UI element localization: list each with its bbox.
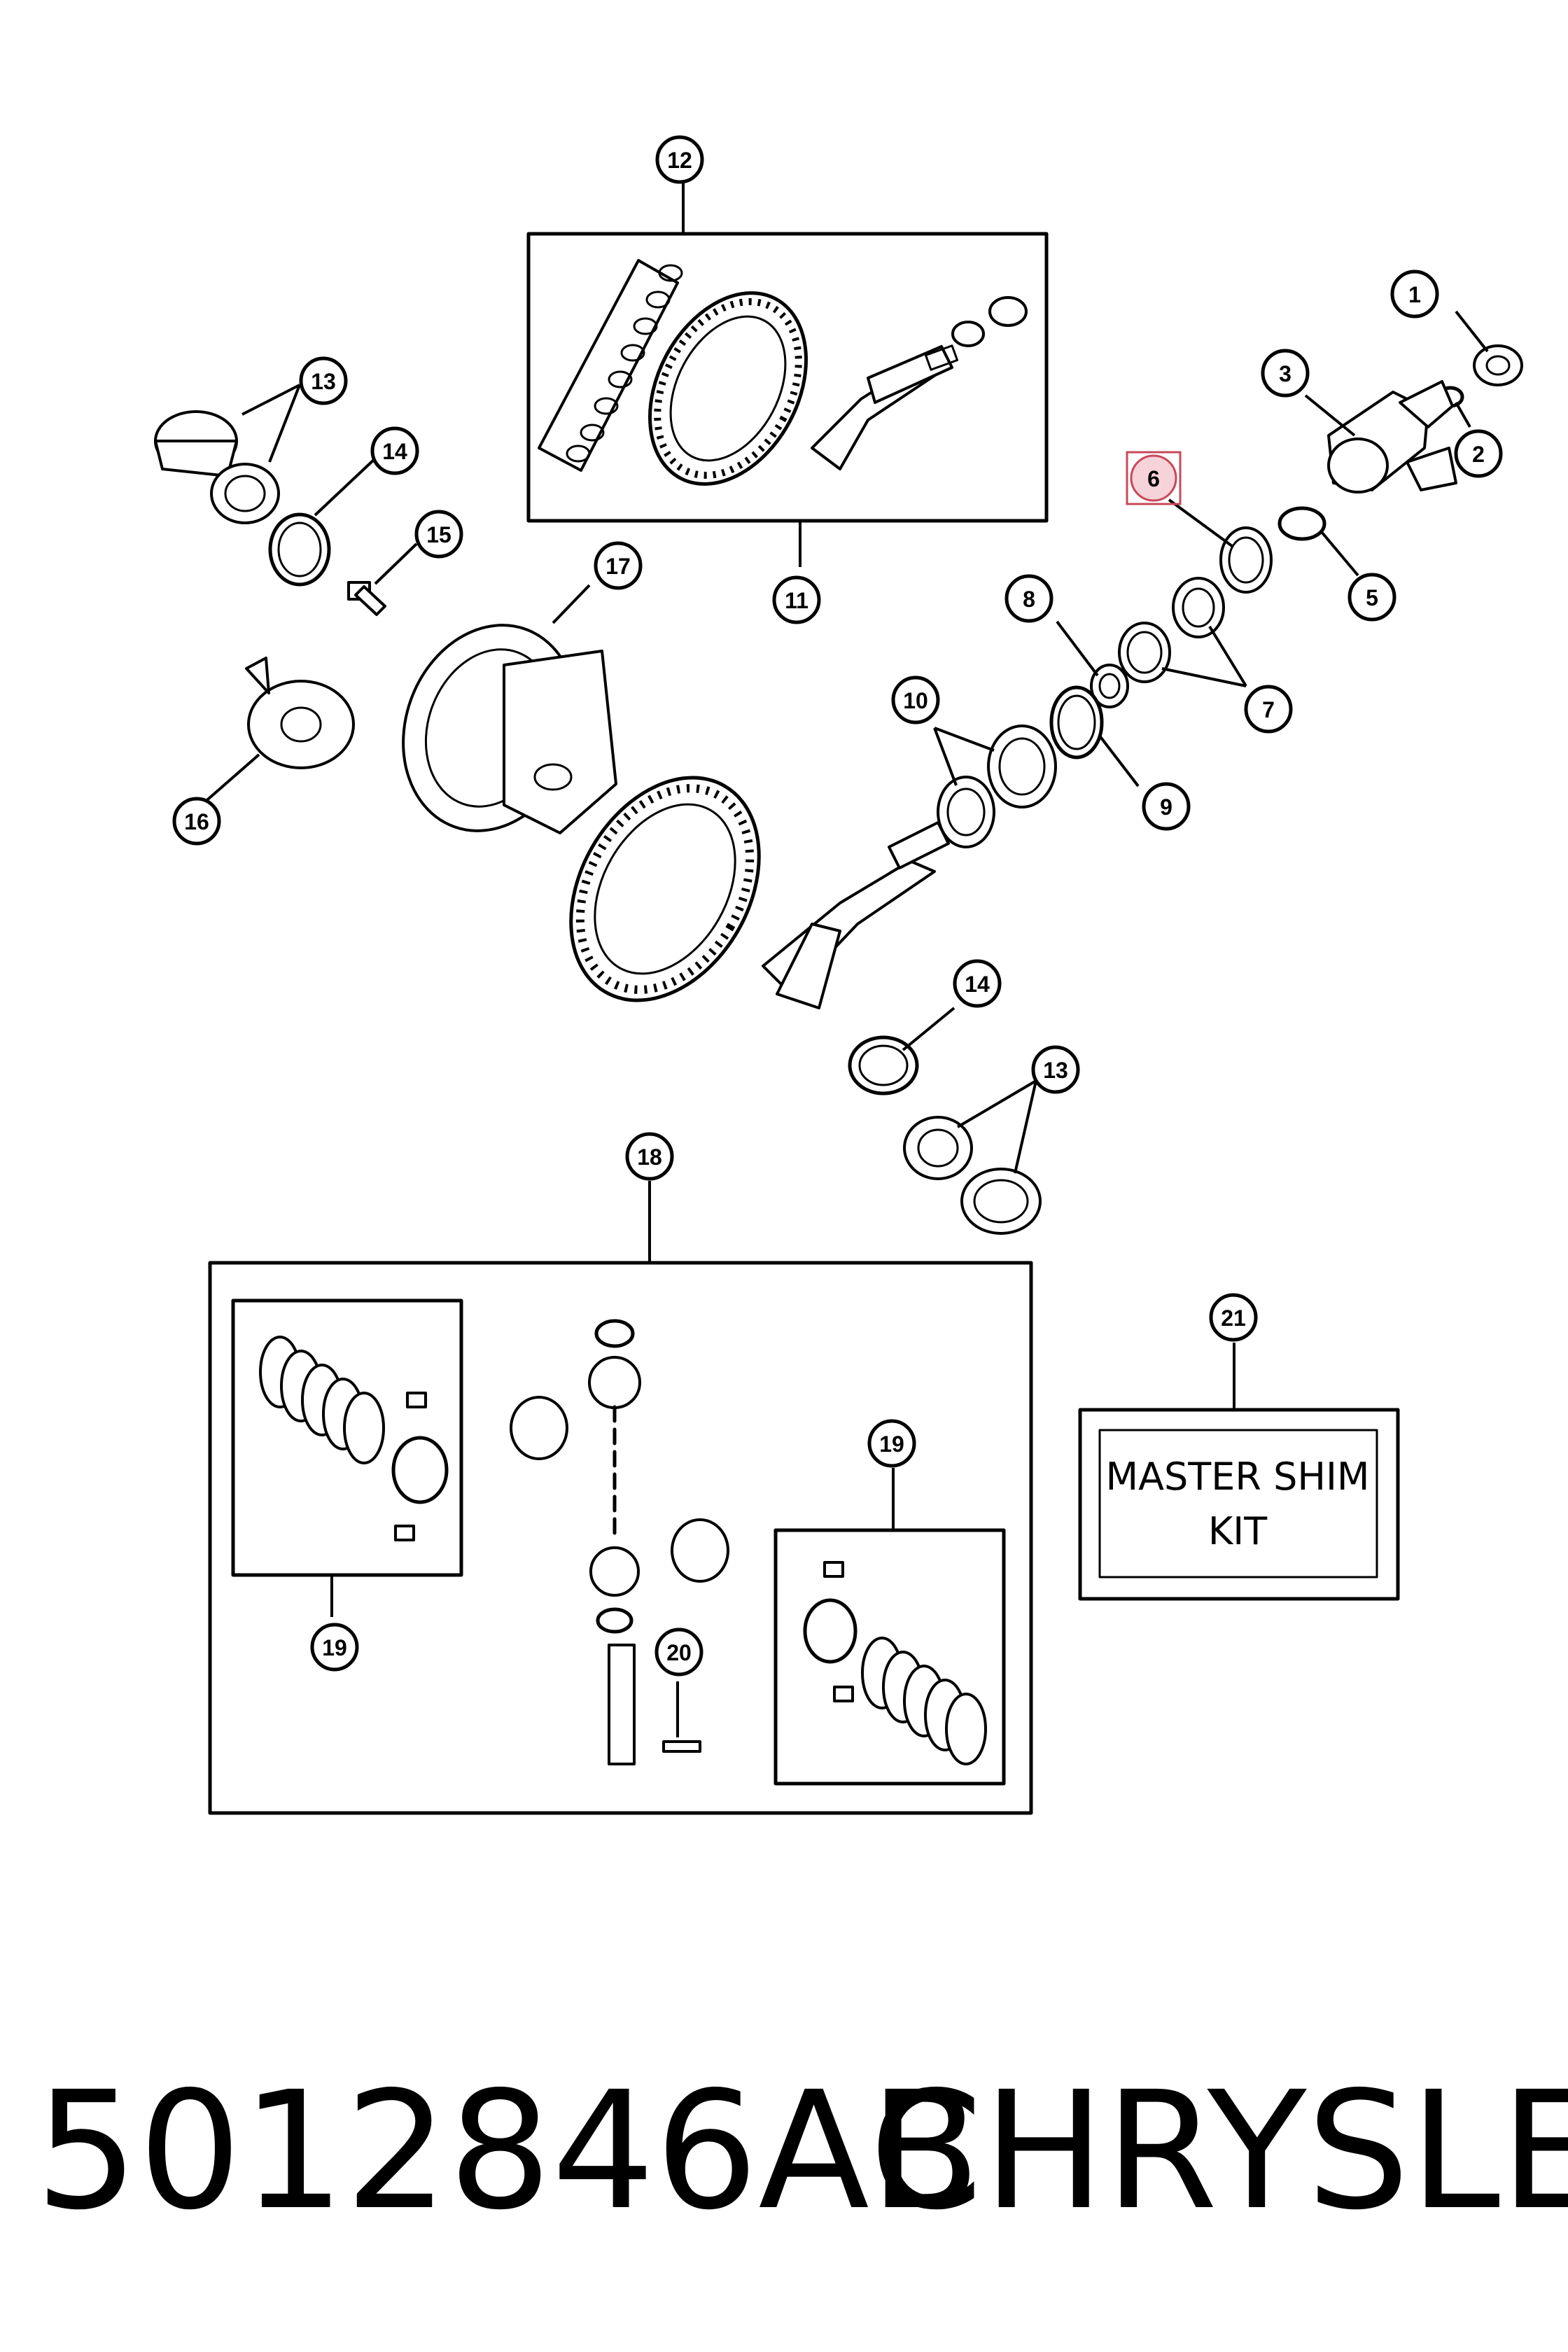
svg-text:17: 17 (606, 554, 631, 579)
svg-text:16: 16 (184, 809, 209, 834)
callout-15: 15 (414, 510, 463, 559)
callout-14-lower: 14 (953, 959, 1002, 1008)
callout-3: 3 (1261, 349, 1310, 398)
svg-text:9: 9 (1160, 794, 1172, 820)
differential-internals-box (208, 1261, 1033, 1815)
callout-19-left: 19 (310, 1623, 359, 1672)
callout-6-highlight-box (1126, 451, 1182, 505)
callout-21: 21 (1209, 1293, 1258, 1342)
clutch-pack-box-left (231, 1298, 463, 1577)
ring-pinion-kit-box (526, 232, 1049, 523)
kit-label-line1: MASTER SHIM (1106, 1455, 1370, 1499)
callout-10: 10 (891, 676, 940, 724)
callout-17: 17 (594, 541, 643, 590)
shim-9 (1049, 685, 1104, 760)
callout-9: 9 (1142, 782, 1191, 831)
bolt-strip (538, 259, 683, 472)
bearing-13-lower (903, 1116, 1042, 1235)
svg-text:14: 14 (382, 439, 407, 464)
svg-text:10: 10 (903, 688, 928, 713)
shim-kit-box (1078, 1408, 1400, 1601)
callout-6: 6 (1130, 454, 1177, 502)
spacer-8 (1090, 664, 1129, 708)
pinion-nut (1473, 344, 1523, 386)
callout-20: 20 (654, 1628, 704, 1676)
differential-case (402, 624, 617, 834)
callout-1: 1 (1390, 270, 1439, 318)
shim-kit-inner-box (1098, 1429, 1378, 1578)
ring-gear-large (569, 776, 761, 1002)
callout-13-lower: 13 (1031, 1045, 1080, 1094)
svg-text:13: 13 (311, 369, 336, 394)
kit-label-line2: KIT (1208, 1509, 1268, 1553)
callout-14-upper: 14 (370, 426, 419, 475)
svg-text:19: 19 (322, 1635, 347, 1660)
clutch-pack-box-right (774, 1528, 1006, 1786)
callout-18: 18 (625, 1132, 674, 1181)
callout-13-upper: 13 (299, 356, 348, 405)
callout-5: 5 (1348, 573, 1396, 622)
svg-text:11: 11 (785, 588, 808, 613)
bearing-13-upper (154, 410, 280, 524)
part-number: 5012846AB (35, 2057, 981, 2246)
callout-12: 12 (655, 135, 704, 184)
callout-7: 7 (1244, 685, 1293, 734)
shim-14-upper (268, 512, 331, 587)
svg-text:21: 21 (1221, 1306, 1246, 1331)
svg-text:19: 19 (879, 1432, 904, 1457)
clutch-pack-right (803, 1561, 987, 1765)
pinion-gear-large (762, 821, 950, 1009)
leader-lines (202, 183, 1489, 1737)
ring-gear-small (648, 291, 808, 486)
seal-6 (1219, 526, 1273, 594)
svg-text:6: 6 (1147, 466, 1160, 491)
svg-text:18: 18 (637, 1144, 662, 1170)
svg-text:15: 15 (426, 522, 451, 547)
shim-14-lower (848, 1035, 919, 1096)
svg-text:1: 1 (1408, 282, 1421, 307)
svg-text:12: 12 (667, 148, 692, 173)
svg-text:14: 14 (965, 972, 990, 997)
svg-text:8: 8 (1023, 587, 1035, 612)
bearing-cap-16 (245, 657, 355, 769)
callout-11: 11 (772, 575, 821, 624)
callout-8: 8 (1004, 574, 1054, 623)
svg-text:2: 2 (1472, 442, 1485, 467)
brand-name: CHRYSLER (869, 2057, 1568, 2246)
bolt-15 (347, 581, 386, 616)
svg-text:20: 20 (666, 1640, 692, 1665)
callout-16: 16 (172, 797, 221, 846)
svg-text:13: 13 (1043, 1058, 1068, 1083)
svg-text:5: 5 (1366, 585, 1378, 610)
yoke-flange (1327, 380, 1457, 493)
pinion-gear-small (811, 296, 1028, 470)
clutch-pack-left (259, 1336, 449, 1541)
bearing-7 (1118, 577, 1225, 683)
svg-text:3: 3 (1279, 361, 1292, 386)
side-gears-pinions (510, 1319, 729, 1765)
callout-2: 2 (1454, 429, 1503, 478)
svg-text:7: 7 (1262, 697, 1275, 722)
bearing-10 (937, 724, 1057, 848)
washer-5 (1278, 506, 1326, 541)
callout-19-right: 19 (867, 1419, 916, 1468)
